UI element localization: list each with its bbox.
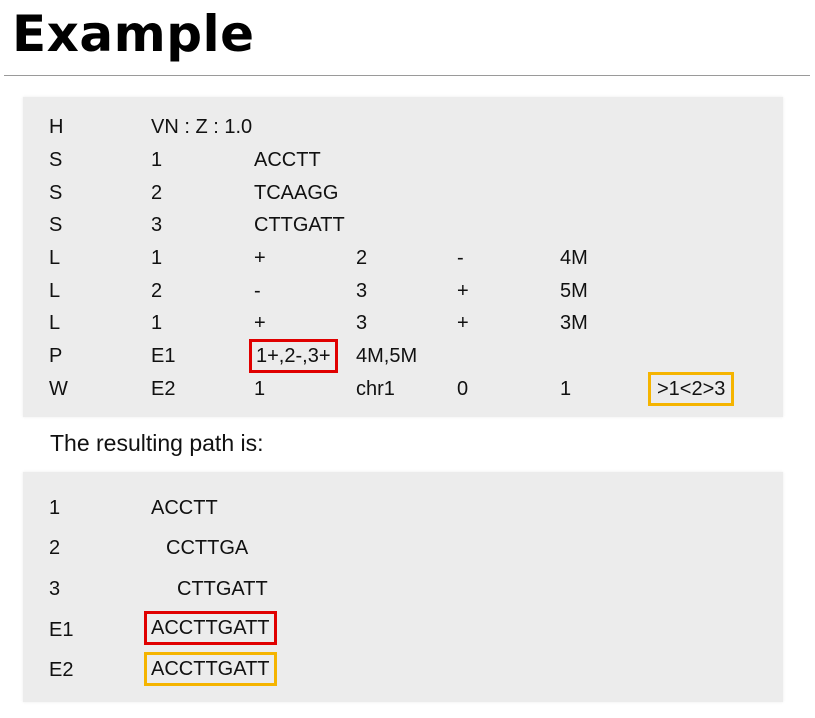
record-field: -: [254, 280, 261, 302]
record-field: 1: [151, 149, 163, 171]
result-caption: The resulting path is:: [50, 430, 264, 456]
title-divider: [4, 75, 810, 76]
record-field: 1: [151, 247, 163, 269]
table-row: W E2 1 chr1 0 1 >1<2>3: [23, 372, 783, 406]
result-label: E2: [49, 659, 74, 681]
record-field: 3: [151, 214, 163, 236]
path-segments-highlight: 1+,2-,3+: [249, 339, 338, 373]
record-field: 3: [356, 280, 368, 302]
record-field: 2: [356, 247, 368, 269]
record-field: 2: [151, 182, 163, 204]
record-field: 2: [151, 280, 163, 302]
record-type: L: [49, 280, 61, 302]
record-field: ACCTT: [254, 149, 321, 171]
record-type: P: [49, 345, 63, 367]
record-field: 3: [356, 312, 368, 334]
record-field: E2: [151, 378, 176, 400]
record-field: -: [457, 247, 464, 269]
record-field: E1: [151, 345, 176, 367]
record-field: 0: [457, 378, 469, 400]
result-label: 1: [49, 497, 61, 519]
record-type: H: [49, 116, 64, 138]
table-row: L 2 - 3 + 5M: [23, 277, 783, 305]
path-result-highlight: ACCTTGATT: [144, 611, 277, 645]
record-field: 1: [254, 378, 266, 400]
table-row: S 1 ACCTT: [23, 146, 783, 174]
result-sequence: CTTGATT: [177, 578, 268, 600]
walk-result-highlight: ACCTTGATT: [144, 652, 277, 686]
result-label: 2: [49, 537, 61, 559]
record-field: 3M: [560, 312, 588, 334]
result-label: E1: [49, 619, 74, 641]
result-sequence: ACCTT: [151, 497, 218, 519]
record-field: +: [457, 312, 469, 334]
record-field: VN : Z : 1.0: [151, 116, 253, 138]
table-row: P E1 1+,2-,3+ 4M,5M: [23, 339, 783, 373]
page-title: Example: [12, 5, 255, 63]
record-field: 4M: [560, 247, 588, 269]
record-type: L: [49, 247, 61, 269]
resulting-path-panel: 1 ACCTT 2 CCTTGA 3 CTTGATT E1 ACCTTGATT …: [23, 472, 783, 702]
record-field: +: [457, 280, 469, 302]
walk-highlight: >1<2>3: [648, 372, 735, 406]
table-row: S 3 CTTGATT: [23, 211, 783, 239]
result-sequence: CCTTGA: [166, 537, 249, 559]
record-field: 5M: [560, 280, 588, 302]
table-row: L 1 + 2 - 4M: [23, 244, 783, 272]
record-type: S: [49, 149, 63, 171]
record-field: 4M,5M: [356, 345, 418, 367]
record-field: 1: [560, 378, 572, 400]
record-type: S: [49, 182, 63, 204]
gfa-records-panel: H VN : Z : 1.0 S 1 ACCTT S 2 TCAAGG S 3 …: [23, 97, 783, 417]
record-field: +: [254, 247, 266, 269]
record-type: L: [49, 312, 61, 334]
record-field: TCAAGG: [254, 182, 339, 204]
record-field: +: [254, 312, 266, 334]
table-row: H VN : Z : 1.0: [23, 113, 783, 141]
table-row: S 2 TCAAGG: [23, 179, 783, 207]
record-type: W: [49, 378, 68, 400]
record-field: 1: [151, 312, 163, 334]
record-field: chr1: [356, 378, 395, 400]
record-field: CTTGATT: [254, 214, 345, 236]
record-type: S: [49, 214, 63, 236]
table-row: L 1 + 3 + 3M: [23, 309, 783, 337]
result-label: 3: [49, 578, 61, 600]
